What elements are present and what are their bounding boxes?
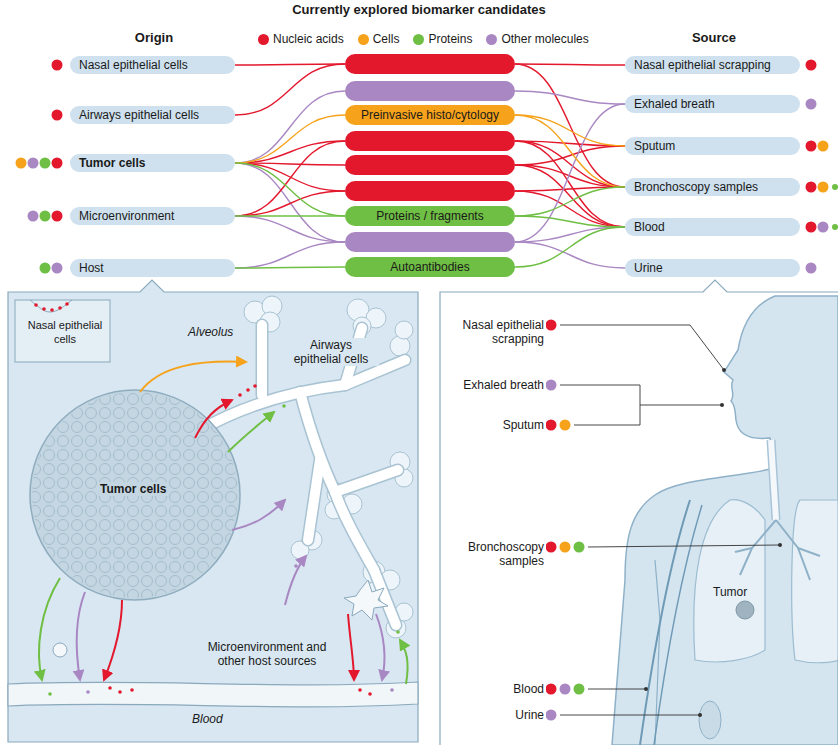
structure-label: Alveolus (186, 325, 235, 339)
source-box: Nasal epithelial scrapping (625, 56, 800, 74)
legend: Nucleic acids Cells Proteins Other molecule… (258, 32, 589, 46)
legend-text: Cells (373, 32, 400, 46)
legend-swatch (413, 34, 424, 45)
box-label: Preinvasive histo/cytology (361, 108, 499, 122)
source-box: Exhaled breath (625, 95, 800, 113)
legend-item: Other molecules (486, 32, 588, 46)
source-box: Sputum (625, 137, 800, 155)
biomarker-bar: Autoantibodies (345, 257, 515, 277)
wire (235, 163, 345, 191)
wire (235, 64, 345, 115)
connector (515, 115, 625, 146)
origin-box: Microenvironment (70, 207, 235, 225)
structure-label: Blood (190, 712, 225, 726)
box-label: Sputum (634, 139, 675, 153)
source-label: Blood (445, 682, 546, 696)
source-box: Bronchoscopy samples (625, 178, 800, 196)
wire (235, 242, 345, 268)
wire (235, 191, 345, 216)
legend-swatch (258, 34, 269, 45)
connector (515, 115, 625, 187)
origin-box: Tumor cells (70, 154, 235, 172)
wire (515, 91, 625, 104)
box-label: Proteins / fragments (376, 209, 483, 223)
biomarker-bar: Preinvasive histo/cytology (345, 105, 515, 125)
wire (515, 242, 625, 268)
box-label: Microenvironment (79, 209, 174, 223)
source-label: Bronchoscopy samples (445, 540, 546, 568)
box-label: Bronchoscopy samples (634, 180, 758, 194)
wire (515, 64, 625, 187)
box-label: Tumor cells (79, 156, 145, 170)
column-heading: Source (652, 30, 776, 46)
biomarker-bar: Proteins / fragments (345, 206, 515, 226)
legend-swatch (486, 34, 497, 45)
connector (515, 187, 625, 216)
source-label: Nasal epithelial scrapping (445, 318, 546, 346)
structure-label: Airways epithelial cells (283, 338, 379, 366)
structure-label: Microenvironment and other host sources (198, 640, 336, 668)
box-label: Nasal epithelial cells (79, 58, 188, 72)
box-label: Autoantibodies (390, 260, 469, 274)
structure-label: Tumor cells (98, 482, 168, 496)
legend-item: Cells (358, 32, 400, 46)
wire (235, 64, 345, 65)
wire (235, 216, 345, 242)
box-label: Airways epithelial cells (79, 108, 199, 122)
wire (515, 191, 625, 227)
diagram-title: Currently explored biomarker candidates (0, 3, 838, 17)
connector (235, 163, 345, 216)
connector (235, 215, 345, 216)
legend-swatch (358, 34, 369, 45)
wire (515, 141, 625, 187)
connector (515, 216, 625, 227)
wire (235, 141, 345, 216)
legend-item: Nucleic acids (258, 32, 344, 46)
source-box: Urine (625, 259, 800, 277)
box-label: Host (79, 261, 104, 275)
connector (235, 267, 345, 268)
box-label: Blood (634, 220, 665, 234)
connector (515, 227, 625, 267)
wire (515, 146, 625, 165)
legend-text: Other molecules (501, 32, 588, 46)
box-label: Urine (634, 261, 663, 275)
legend-text: Nucleic acids (273, 32, 344, 46)
legend-item: Proteins (413, 32, 472, 46)
wire (235, 91, 345, 163)
box-label: Exhaled breath (634, 97, 715, 111)
wire (515, 64, 625, 65)
source-label: Sputum (445, 418, 546, 432)
box-label: Nasal epithelial scrapping (634, 58, 771, 72)
wire (515, 165, 625, 187)
structure-label: Tumor (711, 585, 749, 599)
origin-box: Host (70, 259, 235, 277)
origin-box: Airways epithelial cells (70, 106, 235, 124)
wire (515, 104, 625, 242)
column-heading: Origin (92, 30, 216, 46)
source-label: Exhaled breath (445, 378, 546, 392)
connector (235, 115, 345, 163)
inset-label: Nasal epithelial cells (22, 318, 108, 346)
legend-text: Proteins (428, 32, 472, 46)
wire (515, 227, 625, 242)
wire (235, 163, 345, 242)
origin-box: Nasal epithelial cells (70, 56, 235, 74)
source-label: Urine (445, 708, 546, 722)
source-box: Blood (625, 218, 800, 236)
